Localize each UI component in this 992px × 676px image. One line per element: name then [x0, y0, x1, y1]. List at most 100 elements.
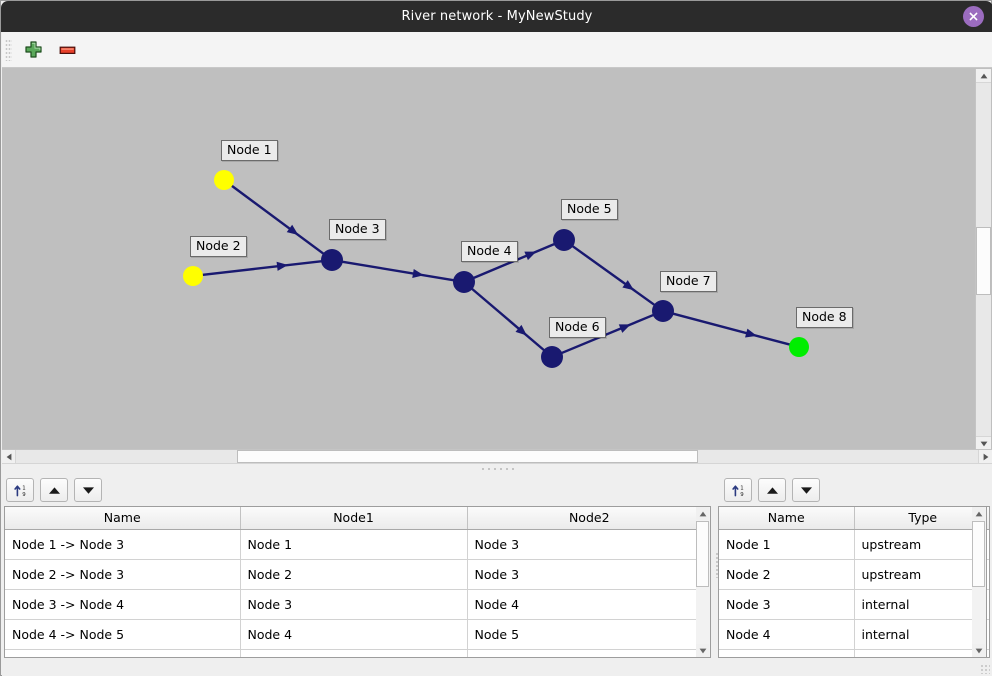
reaches-cell[interactable]: Node 5 — [467, 619, 709, 650]
node-label-node-7[interactable]: Node 7 — [660, 271, 717, 292]
network-node-node-2[interactable] — [183, 266, 203, 286]
nodes-cell[interactable]: Node 3 — [719, 589, 855, 620]
nodes-cell[interactable] — [854, 649, 989, 657]
nodes-column-header[interactable]: Type — [854, 507, 989, 530]
arrow-down-icon[interactable] — [792, 478, 820, 502]
reaches-scroll-up-button[interactable] — [696, 507, 709, 520]
arrow-up-icon[interactable] — [758, 478, 786, 502]
arrow-up-icon[interactable] — [40, 478, 68, 502]
node-label-node-2[interactable]: Node 2 — [190, 236, 247, 257]
reaches-cell[interactable] — [5, 649, 241, 657]
reaches-cell[interactable]: Node 4 — [467, 589, 709, 620]
graph-scroll-down-button[interactable] — [976, 436, 991, 450]
nodes-cell[interactable]: upstream — [854, 529, 989, 560]
add-plus-icon[interactable] — [20, 37, 46, 63]
graph-horizontal-scrollbar[interactable] — [2, 449, 992, 463]
nodes-pane-drag-handle[interactable] — [715, 552, 719, 578]
reaches-scroll-down-button[interactable] — [696, 644, 709, 657]
reaches-cell[interactable]: Node 2 — [240, 559, 468, 590]
nodes-cell[interactable]: upstream — [854, 559, 989, 590]
network-node-node-7[interactable] — [652, 300, 674, 322]
network-node-node-1[interactable] — [214, 170, 234, 190]
node-label-node-8[interactable]: Node 8 — [796, 307, 853, 328]
river-network-graph-panel[interactable]: Node 1 Node 2 Node 3 Node 4 Node 5 Node 6 Node… — [2, 68, 992, 462]
node-label-node-5[interactable]: Node 5 — [561, 199, 618, 220]
node-label-node-1[interactable]: Node 1 — [221, 140, 278, 161]
arrow-down-icon[interactable] — [74, 478, 102, 502]
reaches-cell[interactable]: Node 1 — [240, 529, 468, 560]
reaches-vertical-scrollbar[interactable] — [696, 506, 711, 658]
nodes-cell[interactable]: internal — [854, 589, 989, 620]
network-edge[interactable] — [201, 259, 323, 277]
reaches-cell[interactable] — [240, 649, 468, 657]
nodes-scroll-up-button[interactable] — [972, 507, 985, 520]
nodes-cell[interactable] — [719, 649, 855, 657]
reaches-column-header[interactable]: Node2 — [467, 507, 709, 530]
remove-minus-icon[interactable] — [54, 37, 80, 63]
graph-scroll-right-button[interactable] — [978, 450, 992, 463]
close-icon[interactable] — [963, 6, 984, 27]
network-edge[interactable] — [470, 287, 546, 352]
nodes-cell[interactable]: internal — [854, 619, 989, 650]
node-label-node-3[interactable]: Node 3 — [329, 219, 386, 240]
graph-hscroll-thumb[interactable] — [237, 450, 698, 463]
network-node-node-4[interactable] — [453, 271, 475, 293]
reaches-cell[interactable]: Node 3 -> Node 4 — [5, 589, 241, 620]
network-edge[interactable] — [341, 260, 455, 282]
network-edge[interactable] — [571, 244, 656, 307]
reaches-cell[interactable]: Node 1 -> Node 3 — [5, 529, 241, 560]
node-label-node-6[interactable]: Node 6 — [549, 317, 606, 338]
graph-vscroll-thumb[interactable] — [976, 227, 991, 295]
network-node-node-8[interactable] — [789, 337, 809, 357]
network-node-node-6[interactable] — [541, 346, 563, 368]
nodes-vscroll-thumb[interactable] — [972, 521, 985, 587]
horizontal-splitter[interactable] — [2, 463, 992, 474]
main-toolbar — [2, 32, 992, 68]
nodes-column-header[interactable]: Name — [719, 507, 855, 530]
sort-ascending-icon[interactable]: 1 9 — [6, 478, 34, 502]
network-node-node-3[interactable] — [321, 249, 343, 271]
network-edge[interactable] — [672, 312, 791, 346]
reaches-column-header[interactable]: Name — [5, 507, 241, 530]
reaches-cell[interactable]: Node 4 -> Node 5 — [5, 619, 241, 650]
network-node-node-5[interactable] — [553, 229, 575, 251]
reaches-cell[interactable]: Node 3 — [467, 559, 709, 590]
node-label-node-4[interactable]: Node 4 — [461, 241, 518, 262]
graph-scroll-left-button[interactable] — [2, 450, 16, 463]
reaches-row[interactable] — [5, 649, 709, 657]
graph-scroll-up-button[interactable] — [976, 69, 991, 83]
edge-direction-arrow — [286, 224, 299, 236]
network-edge[interactable] — [560, 313, 655, 355]
reaches-cell[interactable]: Node 4 — [240, 619, 468, 650]
nodes-cell[interactable]: Node 2 — [719, 559, 855, 590]
toolbar-drag-handle[interactable] — [5, 38, 12, 61]
reaches-cell[interactable]: Node 3 — [240, 589, 468, 620]
sort-ascending-icon[interactable]: 1 9 — [724, 478, 752, 502]
window-resize-grip[interactable] — [980, 664, 990, 674]
nodes-vertical-scrollbar[interactable] — [972, 506, 987, 658]
nodes-scroll-down-button[interactable] — [972, 644, 985, 657]
reaches-vscroll-thumb[interactable] — [696, 521, 709, 587]
nodes-cell[interactable]: Node 1 — [719, 529, 855, 560]
nodes-cell[interactable]: Node 4 — [719, 619, 855, 650]
reaches-column-header[interactable]: Node1 — [240, 507, 468, 530]
reaches-cell[interactable] — [467, 649, 709, 657]
reaches-cell[interactable]: Node 2 -> Node 3 — [5, 559, 241, 590]
reaches-cell[interactable]: Node 3 — [467, 529, 709, 560]
graph-vertical-scrollbar[interactable] — [975, 69, 991, 450]
network-edge[interactable] — [230, 184, 325, 256]
nodes-row[interactable] — [719, 649, 989, 657]
